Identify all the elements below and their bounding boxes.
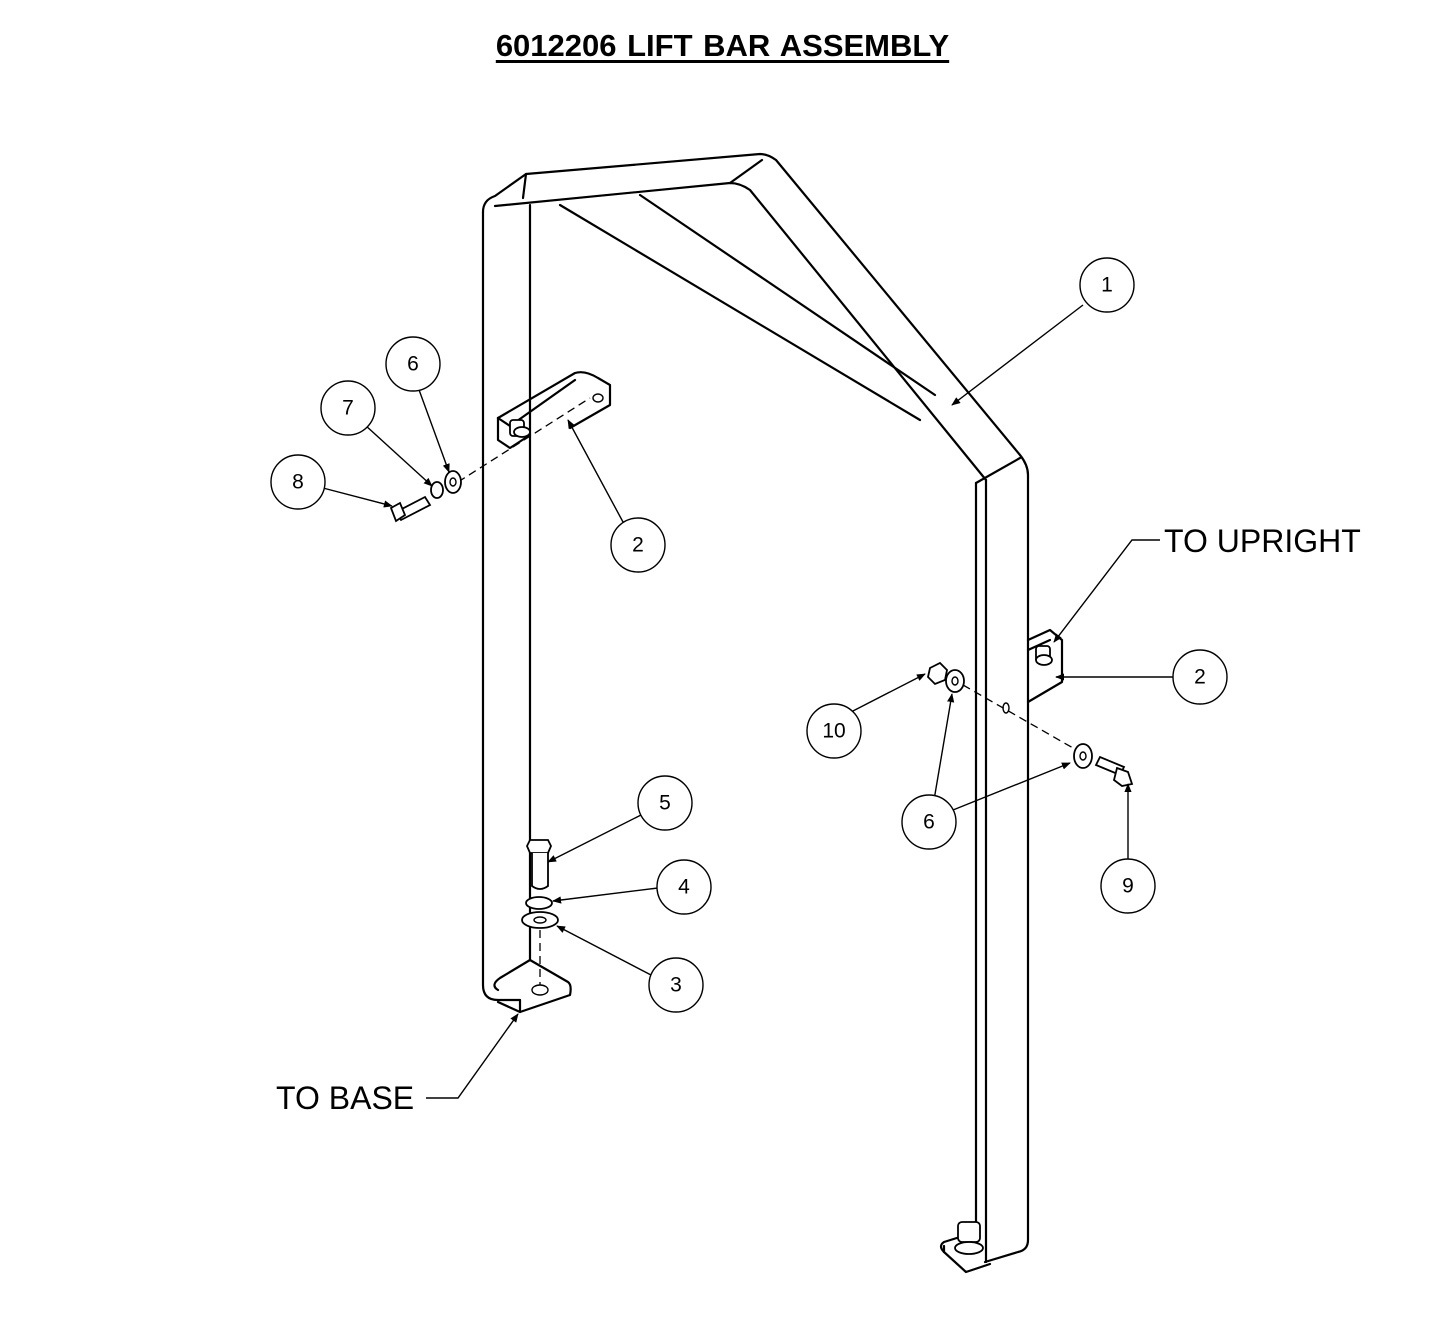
- svg-text:10: 10: [822, 720, 845, 743]
- upper-bracket: [496, 371, 612, 450]
- balloon-4: 4: [656, 859, 712, 915]
- balloon-3: 3: [648, 957, 704, 1013]
- balloon-2: 2: [610, 517, 666, 573]
- balloon-5: 5: [637, 775, 693, 831]
- note-to-base: TO BASE: [276, 1080, 414, 1116]
- right-hardware: [927, 661, 1134, 787]
- svg-text:2: 2: [632, 534, 644, 557]
- balloon-6: 6: [385, 336, 441, 392]
- balloon-1: 1: [1079, 257, 1135, 313]
- svg-text:2: 2: [1194, 666, 1206, 689]
- leader-lines: [322, 304, 1174, 1099]
- balloon-2-right: 2: [1172, 649, 1228, 705]
- svg-text:5: 5: [659, 792, 671, 815]
- upper-hardware: [389, 397, 591, 523]
- svg-text:7: 7: [342, 397, 354, 420]
- svg-text:8: 8: [292, 471, 304, 494]
- balloon-6-right: 6: [901, 794, 957, 850]
- svg-text:1: 1: [1101, 274, 1113, 297]
- balloon-8: 8: [270, 454, 326, 510]
- balloon-9: 9: [1100, 858, 1156, 914]
- svg-text:4: 4: [678, 876, 690, 899]
- svg-text:3: 3: [670, 974, 682, 997]
- drawing-title: 6012206 LIFT BAR ASSEMBLY: [495, 28, 950, 63]
- note-to-upright: TO UPRIGHT: [1164, 523, 1361, 559]
- lower-hardware: [521, 839, 559, 985]
- lift-bar-frame: [481, 152, 1030, 1274]
- right-bracket: [1002, 628, 1064, 714]
- balloon-7: 7: [320, 380, 376, 436]
- svg-text:6: 6: [407, 353, 419, 376]
- svg-text:6: 6: [923, 811, 935, 834]
- svg-text:9: 9: [1122, 875, 1134, 898]
- balloon-10: 10: [806, 703, 862, 759]
